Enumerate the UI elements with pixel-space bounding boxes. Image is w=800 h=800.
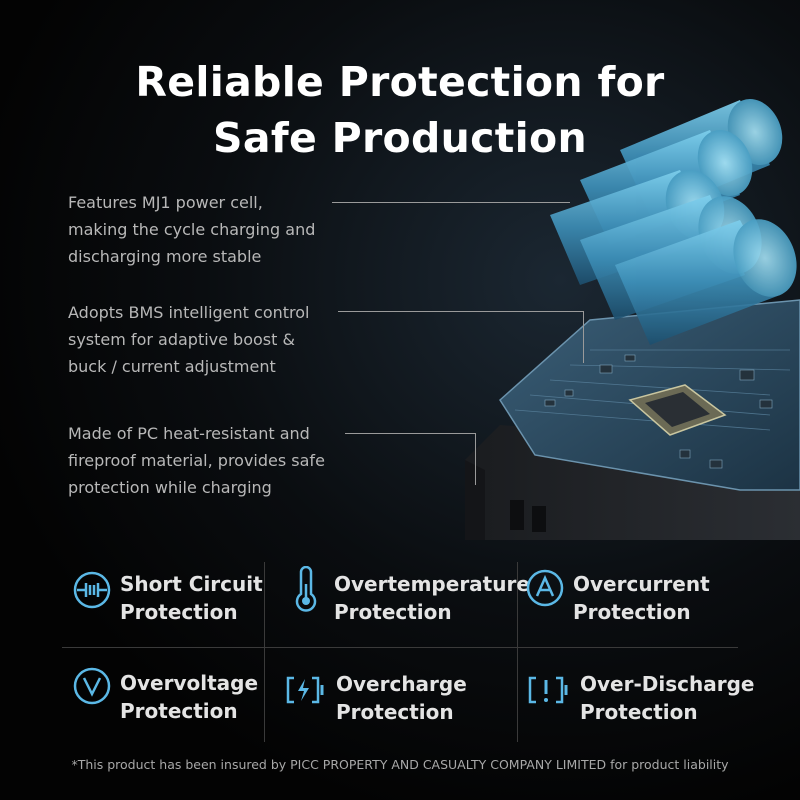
leader-line-pc-material-drop (475, 433, 476, 485)
feature-line: Adopts BMS intelligent control (68, 303, 310, 322)
feature-line: system for adaptive boost & (68, 330, 295, 349)
badge-title: Overvoltage (120, 671, 259, 695)
power-bank-illustration (465, 99, 800, 540)
feature-power-cell: Features MJ1 power cell, making the cycl… (68, 189, 338, 270)
feature-pc-material: Made of PC heat-resistant and fireproof … (68, 420, 338, 501)
grid-divider-vertical-1 (264, 562, 265, 742)
grid-divider-vertical-2 (517, 562, 518, 742)
short-circuit-icon (73, 571, 111, 609)
ampere-icon (526, 569, 564, 607)
feature-line: protection while charging (68, 478, 272, 497)
feature-line: Made of PC heat-resistant and (68, 424, 310, 443)
feature-line: making the cycle charging and (68, 220, 316, 239)
badge-title: Overtemperature (334, 572, 530, 596)
feature-line: Features MJ1 power cell, (68, 193, 263, 212)
protection-overtemperature: Overtemperature Protection (286, 566, 530, 626)
badge-subtitle: Protection (580, 700, 698, 724)
feature-line: fireproof material, provides safe (68, 451, 325, 470)
thermometer-icon (295, 566, 317, 612)
badge-subtitle: Protection (120, 600, 238, 624)
leader-line-bms (338, 311, 583, 312)
insurance-footnote: *This product has been insured by PICC P… (71, 757, 729, 772)
badge-subtitle: Protection (336, 700, 454, 724)
page-title: Reliable Protection for Safe Production (0, 54, 800, 166)
feature-line: buck / current adjustment (68, 357, 276, 376)
protection-overcurrent: Overcurrent Protection (525, 568, 710, 626)
badge-title: Overcurrent (573, 572, 710, 596)
title-line-2: Safe Production (213, 114, 587, 162)
badge-title: Over-Discharge (580, 672, 755, 696)
leader-line-pc-material (345, 433, 475, 434)
badge-subtitle: Protection (573, 600, 691, 624)
feature-bms: Adopts BMS intelligent control system fo… (68, 299, 338, 380)
battery-cells-shape (550, 99, 797, 345)
protection-short-circuit: Short Circuit Protection (72, 570, 263, 626)
battery-alert-icon (528, 676, 568, 704)
badge-subtitle: Protection (334, 600, 452, 624)
circuit-board-shape (499, 299, 800, 491)
protection-overvoltage: Overvoltage Protection (72, 666, 258, 725)
feature-line: discharging more stable (68, 247, 262, 266)
battery-charge-icon (286, 676, 324, 704)
leader-line-power-cell (332, 202, 570, 203)
badge-subtitle: Protection (120, 699, 238, 723)
grid-divider-horizontal (62, 647, 738, 648)
badge-title: Overcharge (336, 672, 467, 696)
voltage-icon (73, 667, 111, 705)
title-line-1: Reliable Protection for (135, 58, 665, 106)
badge-title: Short Circuit (120, 572, 263, 596)
leader-line-bms-drop (583, 311, 584, 363)
protection-overcharge: Overcharge Protection (284, 670, 467, 726)
protection-over-discharge: Over-Discharge Protection (526, 670, 754, 726)
